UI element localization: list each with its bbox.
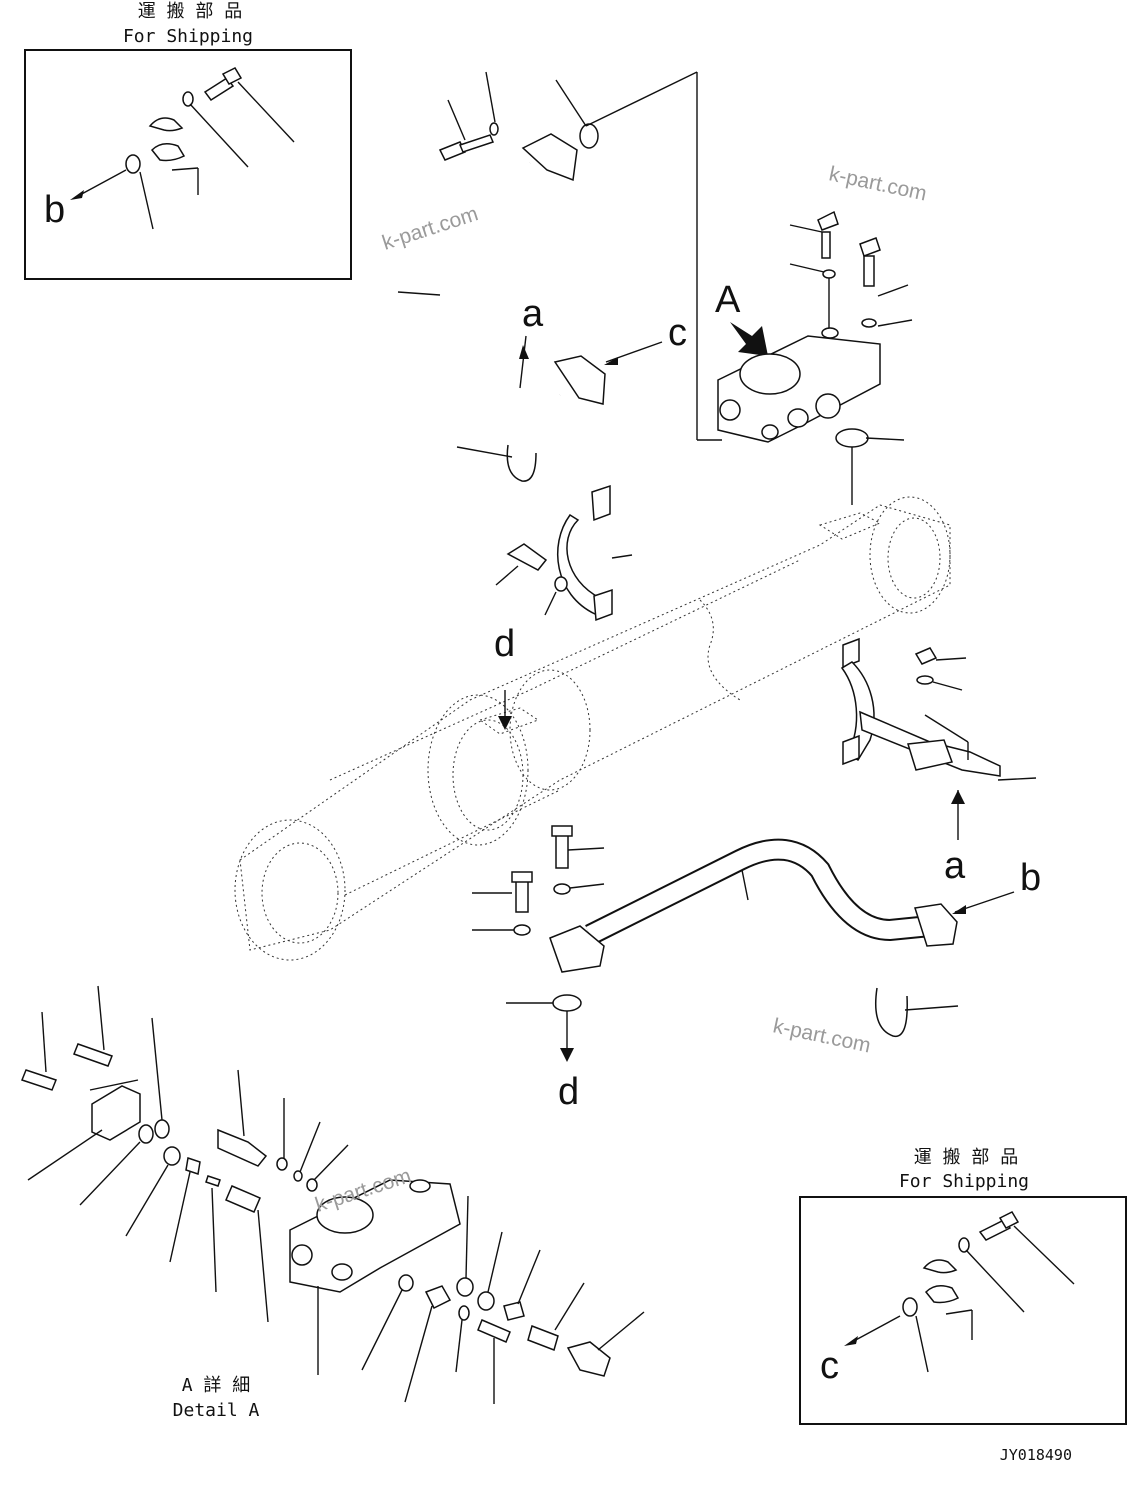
view-arrow-icon — [730, 322, 768, 356]
o-ring-icon — [456, 1277, 474, 1297]
bolt-icon — [821, 231, 831, 259]
plug-icon — [566, 1341, 611, 1377]
o-ring-icon — [902, 1297, 918, 1317]
hose-fitting-icon — [875, 987, 908, 1037]
boom-cylinder — [234, 496, 951, 961]
flange-icon — [521, 133, 578, 182]
watermark-2: k-part.com — [827, 162, 929, 205]
o-ring-icon — [477, 1291, 495, 1311]
o-ring-icon — [579, 123, 599, 149]
o-ring-icon — [552, 994, 582, 1012]
o-ring-icon — [293, 1170, 303, 1182]
pipe-clamp-top: d — [494, 484, 633, 730]
bolt-icon — [73, 1043, 113, 1067]
flange-icon — [553, 355, 606, 405]
bolt-icon — [863, 255, 875, 287]
o-ring-icon — [398, 1274, 414, 1292]
washer-icon — [861, 318, 877, 328]
bolt-icon — [506, 543, 548, 571]
spring-icon — [527, 1325, 559, 1351]
washer-icon — [513, 924, 531, 936]
sensor-icon — [217, 1128, 268, 1167]
bolt-icon — [515, 877, 529, 913]
pipe-clamp-right: a — [840, 637, 1037, 887]
pin-icon — [205, 1175, 221, 1187]
bolt-icon — [978, 1211, 1020, 1241]
shipping-label-en-2: For Shipping — [899, 1171, 1029, 1192]
shipping-frame-2 — [799, 1196, 1127, 1425]
connect-letter-b: b — [44, 189, 65, 231]
o-ring-icon — [458, 1305, 470, 1321]
connect-letter-c: c — [668, 312, 687, 354]
o-ring-icon — [306, 1178, 318, 1192]
o-ring-icon — [154, 1119, 170, 1139]
shipping-box-bottom: 運 搬 部 品 For Shipping c — [799, 1147, 1127, 1425]
plug-icon — [424, 1285, 452, 1310]
nut-icon — [914, 647, 938, 665]
washer-icon — [916, 675, 934, 685]
washer-icon — [958, 1237, 970, 1253]
split-flange-icon — [148, 117, 186, 162]
flange-icon — [549, 925, 605, 973]
shipping-label-jp-2: 運 搬 部 品 — [914, 1147, 1019, 1168]
plug-icon — [185, 1157, 201, 1175]
washer-icon — [822, 269, 836, 279]
shipping-label-en: For Shipping — [123, 26, 253, 47]
connect-letter-c2: c — [820, 1345, 839, 1387]
bolt-icon — [203, 67, 243, 102]
hose-fitting-icon — [506, 444, 537, 482]
watermark-3: k-part.com — [771, 1014, 873, 1057]
detail-a-exploded: A 詳 細 Detail A — [21, 985, 645, 1421]
shipping-box-top: 運 搬 部 品 For Shipping b — [24, 1, 352, 280]
detail-label-en: Detail A — [173, 1400, 260, 1421]
connect-letter-b2: b — [1020, 857, 1041, 899]
valve-body-detail — [289, 1179, 461, 1293]
connect-letter-a2: a — [944, 845, 966, 887]
connect-letter-d: d — [494, 623, 515, 665]
detail-label-jp: A 詳 細 — [182, 1375, 251, 1396]
washer-icon — [554, 576, 568, 592]
o-ring-icon — [835, 428, 869, 448]
washer-icon — [489, 122, 499, 136]
washer-icon — [553, 883, 571, 895]
washer-icon — [182, 91, 194, 107]
o-ring-icon — [276, 1157, 288, 1171]
valve-block: A — [715, 210, 913, 505]
figure-id: JY018490 — [1000, 1446, 1072, 1464]
bolt-icon — [21, 1069, 57, 1091]
view-marker-a: A — [715, 279, 741, 321]
connect-letter-d2: d — [558, 1071, 579, 1113]
shipping-frame — [24, 49, 352, 280]
flange-icon — [914, 903, 958, 947]
bolt-icon — [555, 831, 569, 869]
o-ring-icon — [138, 1124, 154, 1144]
shipping-label-jp: 運 搬 部 品 — [138, 1, 243, 22]
screw-icon — [477, 1319, 511, 1343]
top-hose-assembly: a c — [397, 71, 722, 482]
o-ring-icon — [125, 154, 141, 174]
spring-icon — [163, 1146, 181, 1166]
connect-letter-a: a — [522, 293, 544, 335]
split-flange-icon — [922, 1259, 960, 1304]
plug-icon — [503, 1301, 525, 1321]
check-valve-icon — [225, 1185, 261, 1213]
bottom-pipe-assembly: d b — [472, 825, 1041, 1113]
flange-icon — [91, 1085, 141, 1141]
